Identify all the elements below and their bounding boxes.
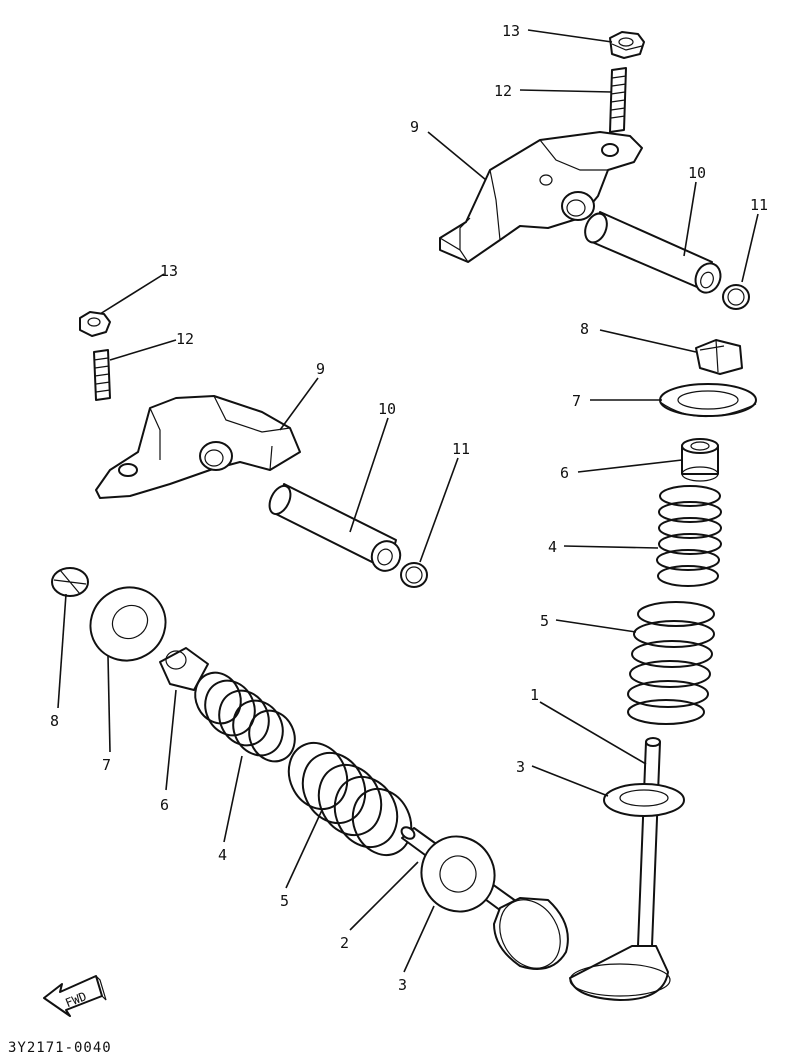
intake-valve-right	[569, 737, 671, 1001]
callout-7-right: 7	[572, 392, 581, 410]
callout-9-left: 9	[316, 360, 325, 378]
callout-13-left: 13	[160, 262, 178, 280]
valve-stem-seal-right	[681, 438, 719, 482]
inner-spring-right	[656, 485, 722, 587]
rocker-arm-top	[439, 131, 643, 263]
adjusting-screw-left	[93, 349, 111, 401]
fwd-arrow-icon: FWD	[43, 975, 107, 1017]
outer-spring-right	[627, 601, 715, 725]
valve-cotter-left	[51, 567, 89, 597]
callout-4-right: 4	[548, 538, 557, 556]
callout-2-bottom: 2	[340, 934, 349, 952]
rocker-shaft-top	[584, 211, 722, 294]
diagram-code: 3Y2171-0040	[8, 1040, 112, 1056]
callout-13-top: 13	[502, 22, 520, 40]
outer-spring-left	[287, 741, 413, 857]
callout-6-bottom: 6	[160, 796, 169, 814]
locknut-top	[609, 31, 645, 59]
callout-9-top: 9	[410, 118, 419, 136]
callout-7-bottom: 7	[102, 756, 111, 774]
callout-10-top: 10	[688, 164, 706, 182]
spring-seat-left	[420, 835, 496, 913]
spring-seat-right	[603, 783, 685, 817]
callout-8-bottom: 8	[50, 712, 59, 730]
callout-4-bottom: 4	[218, 846, 227, 864]
callout-6-right: 6	[560, 464, 569, 482]
callout-11-top: 11	[750, 196, 768, 214]
callout-1-right: 1	[530, 686, 539, 704]
callout-8-right: 8	[580, 320, 589, 338]
callout-11-left: 11	[452, 440, 470, 458]
o-ring-top	[722, 284, 750, 310]
callout-3-right: 3	[516, 758, 525, 776]
callout-3-bottom: 3	[398, 976, 407, 994]
exhaust-valve-left	[400, 826, 569, 970]
rocker-shaft-left	[268, 483, 402, 572]
spring-retainer-right	[659, 383, 757, 418]
inner-spring-left	[194, 671, 296, 763]
callout-5-bottom: 5	[280, 892, 289, 910]
valve-stem-seal-left	[159, 647, 209, 691]
spring-retainer-left	[89, 586, 167, 662]
callout-5-right: 5	[540, 612, 549, 630]
adjusting-screw-top	[609, 67, 627, 133]
valve-cotter-right	[695, 339, 743, 375]
locknut-left	[79, 311, 111, 337]
rocker-arm-left	[95, 395, 301, 499]
o-ring-left	[400, 562, 428, 588]
callout-12-top: 12	[494, 82, 512, 100]
callout-10-left: 10	[378, 400, 396, 418]
callout-12-left: 12	[176, 330, 194, 348]
leader-lines	[57, 29, 759, 973]
